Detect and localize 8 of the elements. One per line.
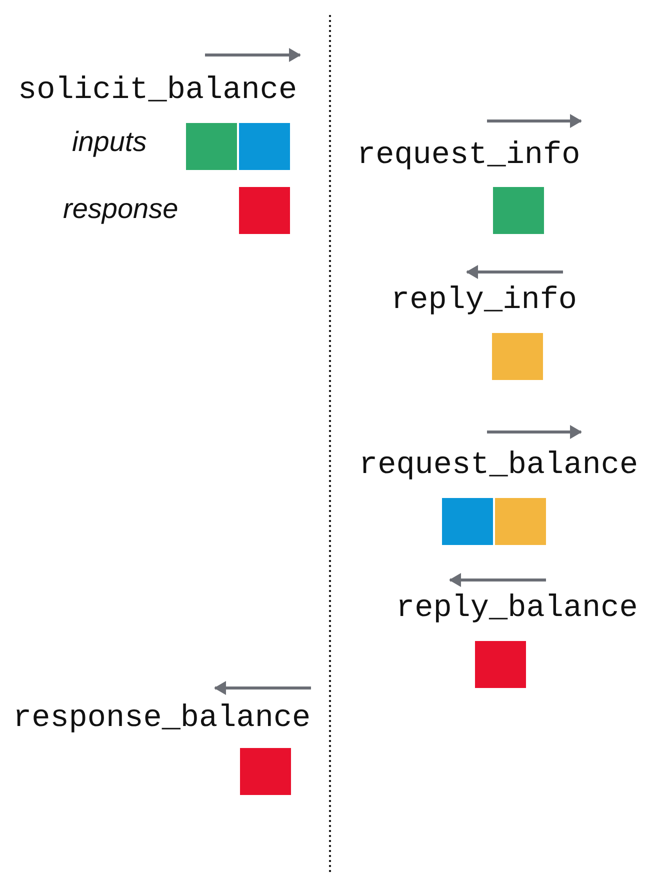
message-label: request_info [357, 140, 580, 170]
message-label: request_balance [359, 450, 638, 480]
message-label: response_balance [13, 702, 311, 734]
row-label: response [63, 195, 178, 223]
message-label: solicit_balance [18, 74, 298, 106]
row-label: inputs [72, 128, 147, 156]
message-label: reply_balance [396, 592, 638, 624]
message-label: reply_info [391, 284, 578, 316]
